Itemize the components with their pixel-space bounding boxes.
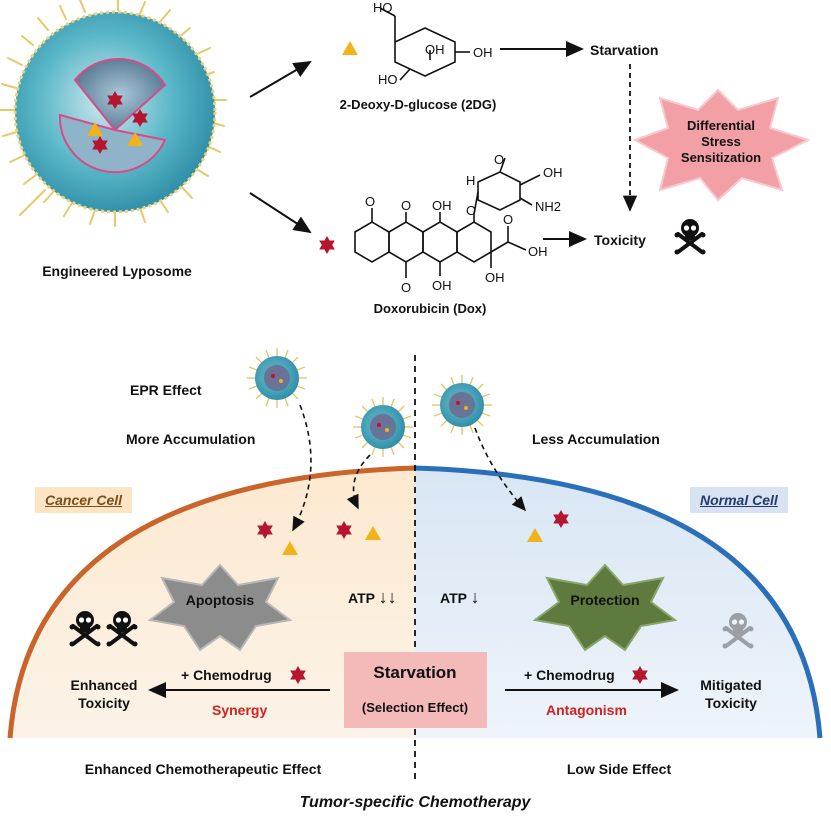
apoptosis-label: Apoptosis bbox=[185, 592, 255, 608]
liposome-icon bbox=[0, 0, 227, 227]
low-side-effect-label: Low Side Effect bbox=[566, 761, 672, 777]
less-accumulation-label: Less Accumulation bbox=[532, 431, 660, 447]
liposome-label: Engineered Lyposome bbox=[42, 263, 192, 279]
cancer-cell-label: Cancer Cell bbox=[35, 487, 133, 513]
atom-o: O bbox=[494, 152, 505, 167]
starvation-label: Starvation bbox=[590, 42, 659, 58]
starvation-title: Starvation bbox=[373, 663, 457, 682]
atom-oh: OH bbox=[528, 244, 548, 259]
footer-title: Tumor-specific Chemotherapy bbox=[299, 794, 531, 811]
protection-label: Protection bbox=[570, 592, 640, 608]
enhanced-effect-label: Enhanced Chemotherapeutic Effect bbox=[84, 761, 322, 777]
chemodrug-label: + Chemodrug bbox=[524, 667, 615, 683]
atom-nh2: NH2 bbox=[535, 199, 562, 214]
atom-ho: HO bbox=[378, 72, 398, 87]
atom-o: O bbox=[365, 194, 376, 209]
protection-star-shape bbox=[532, 563, 678, 652]
synergy-label: Synergy bbox=[212, 702, 268, 718]
enhanced-toxicity-label: Enhanced Toxicity bbox=[70, 677, 138, 711]
atom-oh: OH bbox=[432, 198, 452, 213]
epr-label: EPR Effect bbox=[130, 382, 202, 398]
red-star-icon bbox=[319, 236, 335, 254]
twodg-label: 2-Deoxy-D-glucose (2DG) bbox=[339, 97, 497, 112]
more-accumulation-label: More Accumulation bbox=[126, 431, 256, 447]
molecule-2dg bbox=[379, 7, 470, 81]
starvation-subtitle: (Selection Effect) bbox=[361, 700, 469, 715]
antagonism-label: Antagonism bbox=[546, 702, 627, 718]
atom-oh: OH bbox=[473, 45, 493, 60]
mitigated-toxicity-label: Mitigated Toxicity bbox=[700, 677, 762, 711]
small-liposome-icon bbox=[431, 374, 493, 436]
atom-o: O bbox=[503, 212, 514, 227]
atom-o: O bbox=[401, 198, 412, 213]
atom-oh: OH bbox=[425, 42, 445, 57]
atom-h: H bbox=[466, 173, 476, 188]
yellow-triangle-icon bbox=[342, 41, 358, 55]
skull-crossbones-icon bbox=[672, 217, 708, 257]
atp-label: ATP ↓ bbox=[440, 587, 480, 607]
stress-star-shape bbox=[632, 88, 811, 202]
atom-oh: OH bbox=[485, 270, 505, 285]
normal-cell-label: Normal Cell bbox=[690, 487, 788, 513]
molecule-dox bbox=[354, 157, 541, 278]
atp-label: ATP ↓↓ bbox=[348, 587, 397, 607]
atom-oh: OH bbox=[432, 278, 452, 293]
small-liposome-icon bbox=[352, 396, 414, 458]
atom-oh: OH bbox=[543, 165, 563, 180]
small-liposome-icon bbox=[246, 347, 308, 409]
dox-label: Doxorubicin (Dox) bbox=[373, 301, 487, 316]
apoptosis-star-shape bbox=[147, 563, 293, 652]
atom-o: O bbox=[401, 280, 412, 295]
atom-ho: HO bbox=[373, 0, 393, 15]
stress-text: Differential Stress Sensitization bbox=[680, 118, 762, 165]
chemodrug-label: + Chemodrug bbox=[181, 667, 272, 683]
starvation-box bbox=[344, 652, 487, 728]
toxicity-label: Toxicity bbox=[594, 232, 646, 248]
atom-o: O bbox=[466, 203, 477, 218]
